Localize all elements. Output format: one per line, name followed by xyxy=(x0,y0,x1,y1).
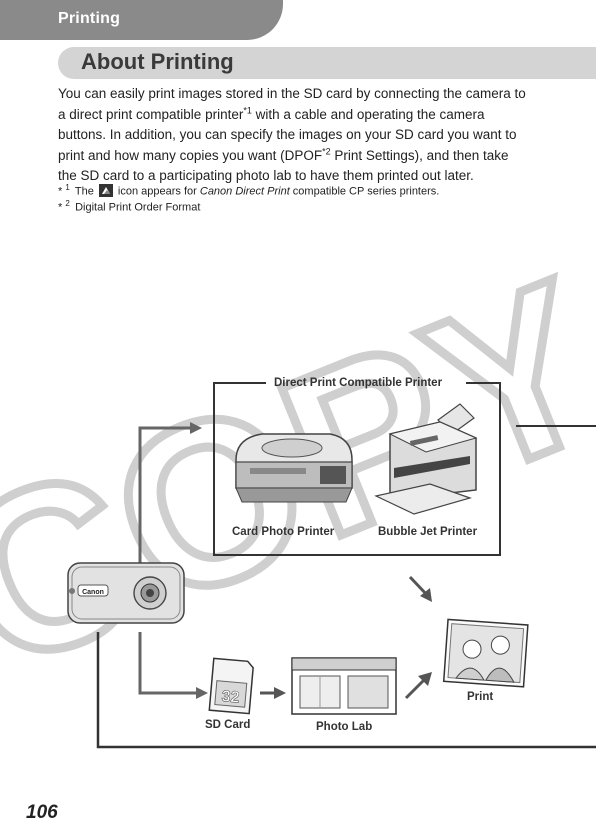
direct-print-icon xyxy=(98,183,113,197)
arrow-lab-to-print xyxy=(404,678,426,700)
card-photo-printer-label: Card Photo Printer xyxy=(232,526,335,538)
footnote-2: * 2 Digital Print Order Format xyxy=(58,199,201,214)
sd-card-capacity: 32 xyxy=(221,688,240,706)
bottom-connector-line xyxy=(96,632,596,749)
sd-card-label: SD Card xyxy=(205,719,251,731)
intro-paragraph: You can easily print images stored in th… xyxy=(58,84,528,187)
intro-part-3: Print Settings), and then take the SD ca… xyxy=(58,147,509,184)
camera-brand-text: Canon xyxy=(82,589,104,596)
sd-card-illustration: 32 xyxy=(208,657,254,715)
camera-illustration: Canon xyxy=(67,562,185,624)
printer-group-box xyxy=(213,382,501,556)
group-title-label: Direct Print Compatible Printer xyxy=(274,377,443,389)
footnote-ref-1: *1 xyxy=(243,105,252,116)
photo-lab-illustration xyxy=(291,657,397,715)
footnote-ref-2: *2 xyxy=(322,146,331,157)
card-photo-printer-illustration xyxy=(235,433,353,503)
section-title: About Printing xyxy=(81,49,234,74)
print-label: Print xyxy=(467,691,494,703)
bubble-jet-printer-label: Bubble Jet Printer xyxy=(378,526,478,538)
canon-direct-print-text: Canon Direct Print xyxy=(199,185,290,198)
section-heading-bar xyxy=(58,47,596,79)
photo-lab-label: Photo Lab xyxy=(316,721,373,733)
arrow-to-sd-card xyxy=(196,687,208,699)
intro-part-1: You can easily print images stored in th… xyxy=(58,86,526,122)
bubble-jet-printer-illustration xyxy=(374,403,478,515)
chapter-title: Printing xyxy=(58,10,121,27)
footnote-mark: * 2 xyxy=(58,199,70,214)
page-number: 106 xyxy=(26,802,58,823)
camera-connectors xyxy=(138,426,196,695)
header-tab xyxy=(0,0,283,40)
print-photo-illustration xyxy=(442,618,529,688)
footnote-1: * 1 The icon appears for Canon Direct Pr… xyxy=(58,183,440,198)
footnote-mark: * 1 xyxy=(58,183,70,198)
intro-part-2: with a cable and operating the camera bu… xyxy=(58,106,517,163)
printing-diagram: Canon 32 xyxy=(67,382,596,749)
arrow-to-printers xyxy=(190,422,202,434)
